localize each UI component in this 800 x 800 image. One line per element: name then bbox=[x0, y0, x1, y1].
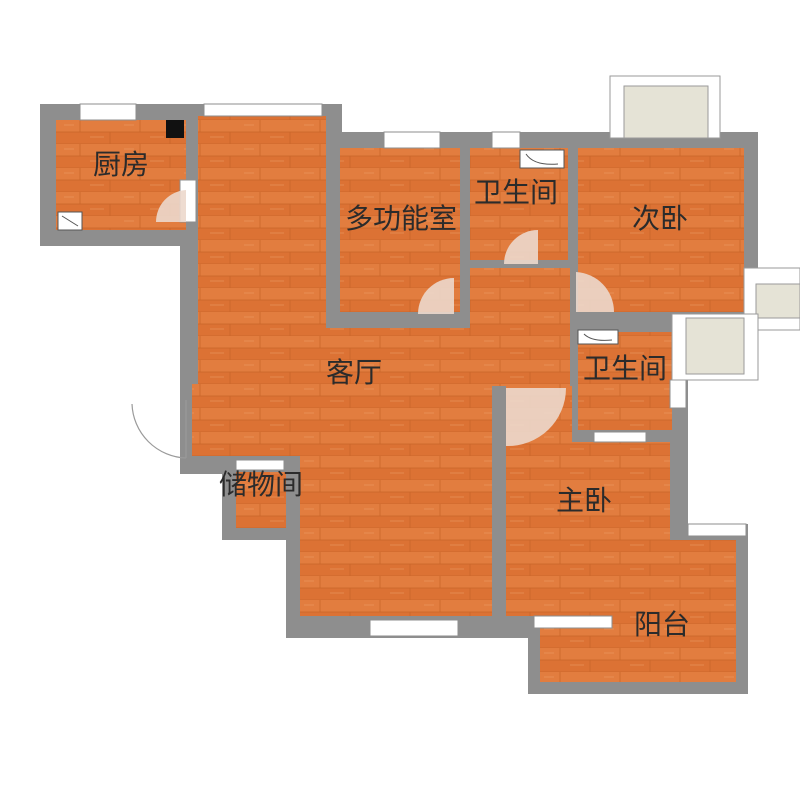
fixtures bbox=[57, 120, 619, 345]
multi-room-door bbox=[418, 278, 454, 314]
bedroom2-floor bbox=[578, 148, 744, 312]
bath2-tub-icon bbox=[577, 329, 619, 345]
label-bedroom2: 次卧 bbox=[632, 202, 688, 235]
label-balcony: 阳台 bbox=[634, 608, 690, 641]
windows bbox=[79, 103, 747, 637]
bath2-floor bbox=[578, 332, 672, 430]
bay-windows bbox=[609, 75, 800, 381]
label-living: 客厅 bbox=[326, 356, 382, 389]
label-storage: 储物间 bbox=[219, 468, 303, 501]
label-master: 主卧 bbox=[556, 484, 612, 517]
entry-door bbox=[131, 400, 187, 459]
bath1-tub-icon bbox=[519, 149, 565, 169]
floors bbox=[56, 116, 744, 682]
bath1-door bbox=[504, 230, 538, 264]
master-door bbox=[506, 388, 566, 447]
label-bath1: 卫生间 bbox=[474, 176, 558, 209]
doors bbox=[131, 190, 615, 459]
label-bath2: 卫生间 bbox=[583, 352, 667, 385]
label-kitchen: 厨房 bbox=[93, 148, 149, 181]
living-floor-mid bbox=[198, 328, 570, 386]
kitchen-sink-icon bbox=[57, 211, 83, 231]
label-multi-room: 多功能室 bbox=[345, 202, 457, 235]
living-floor-left bbox=[198, 116, 326, 332]
storage-floor bbox=[236, 472, 286, 528]
kitchen-door bbox=[155, 190, 186, 222]
bedroom2-door bbox=[576, 272, 615, 312]
living-floor-lower bbox=[300, 384, 492, 616]
living-floor-strip bbox=[470, 268, 570, 332]
balcony-floor bbox=[540, 540, 736, 682]
room-labels: 厨房 多功能室 卫生间 次卧 客厅 卫生间 储物间 主卧 阳台 bbox=[93, 148, 690, 641]
chimney-icon bbox=[166, 120, 184, 138]
